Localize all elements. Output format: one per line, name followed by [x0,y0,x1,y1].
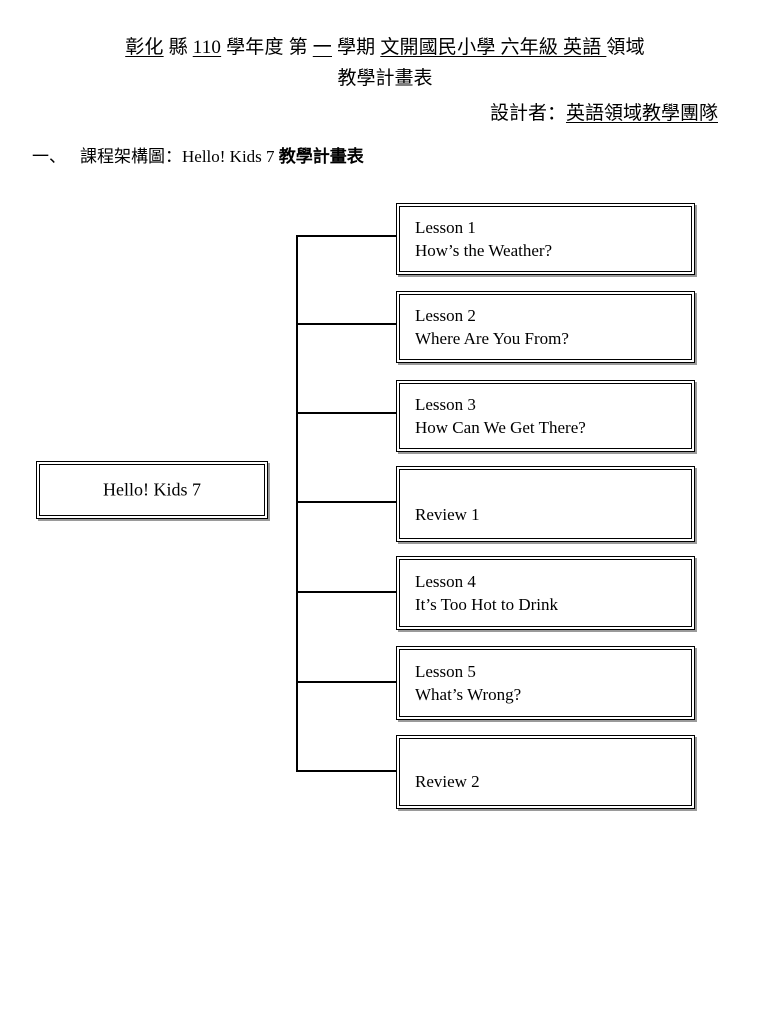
node-review-1-label: Review 1 [415,505,480,524]
section-heading: 一、課程架構圖：Hello! Kids 7 教學計畫表 [32,145,364,169]
title-school-year-unit: 學年度 第 [221,37,313,58]
node-lesson-1[interactable]: Lesson 1 How’s the Weather? [396,203,695,275]
node-lesson-5-label: Lesson 5 What’s Wrong? [415,662,522,704]
connector-branch-2 [296,323,396,325]
node-lesson-3[interactable]: Lesson 3 How Can We Get There? [396,380,695,452]
section-number: 一、 [32,147,66,166]
node-review-2-label: Review 2 [415,772,480,791]
designer-label: 設計者： [489,103,566,124]
connector-branch-4 [296,501,396,503]
node-root-inner [39,464,265,516]
node-lesson-4-label: Lesson 4 It’s Too Hot to Drink [415,572,558,614]
title-county-unit: 縣 [163,37,193,58]
connector-trunk [296,235,298,771]
node-lesson-5-inner [399,649,692,717]
title-line-2: 教學計畫表 [337,68,433,89]
designer-line: 設計者：英語領域教學團隊 [0,100,770,128]
node-lesson-3-label: Lesson 3 How Can We Get There? [415,395,586,437]
node-lesson-4[interactable]: Lesson 4 It’s Too Hot to Drink [396,556,695,630]
title-school-grade-subject: 文開國民小學 六年級 英語 [380,37,607,58]
node-lesson-5[interactable]: Lesson 5 What’s Wrong? [396,646,695,720]
node-lesson-2[interactable]: Lesson 2 Where Are You From? [396,291,695,363]
title-school-year: 110 [192,37,222,58]
node-lesson-3-inner [399,383,692,449]
title-domain-unit: 領域 [606,37,645,58]
node-lesson-1-label: Lesson 1 How’s the Weather? [415,218,553,260]
connector-branch-7 [296,770,396,772]
section-label-bold: 教學計畫表 [278,147,364,166]
node-lesson-2-inner [399,294,692,360]
node-root-label: Hello! Kids 7 [103,479,201,500]
document-header: 彰化 縣 110 學年度 第 一 學期 文開國民小學 六年級 英語 領域 教學計… [0,34,770,128]
node-review-1[interactable]: Review 1 [396,466,695,542]
connector-branch-6 [296,681,396,683]
title-semester-unit: 學期 [332,37,381,58]
connector-branch-1 [296,235,396,237]
connector-branch-5 [296,591,396,593]
node-lesson-1-inner [399,206,692,272]
section-label: 課程架構圖：Hello! Kids 7 [80,147,279,166]
title-semester: 一 [312,37,332,58]
connector-branch-3 [296,412,396,414]
node-lesson-4-inner [399,559,692,627]
title-county: 彰化 [125,37,164,58]
node-root[interactable]: Hello! Kids 7 [36,461,268,519]
node-review-1-inner [399,469,692,539]
node-review-2-inner [399,738,692,806]
designer-value: 英語領域教學團隊 [565,103,718,124]
node-lesson-2-label: Lesson 2 Where Are You From? [415,306,569,348]
title-line-1: 彰化 縣 110 學年度 第 一 學期 文開國民小學 六年級 英語 領域 [0,34,770,62]
node-review-2[interactable]: Review 2 [396,735,695,809]
